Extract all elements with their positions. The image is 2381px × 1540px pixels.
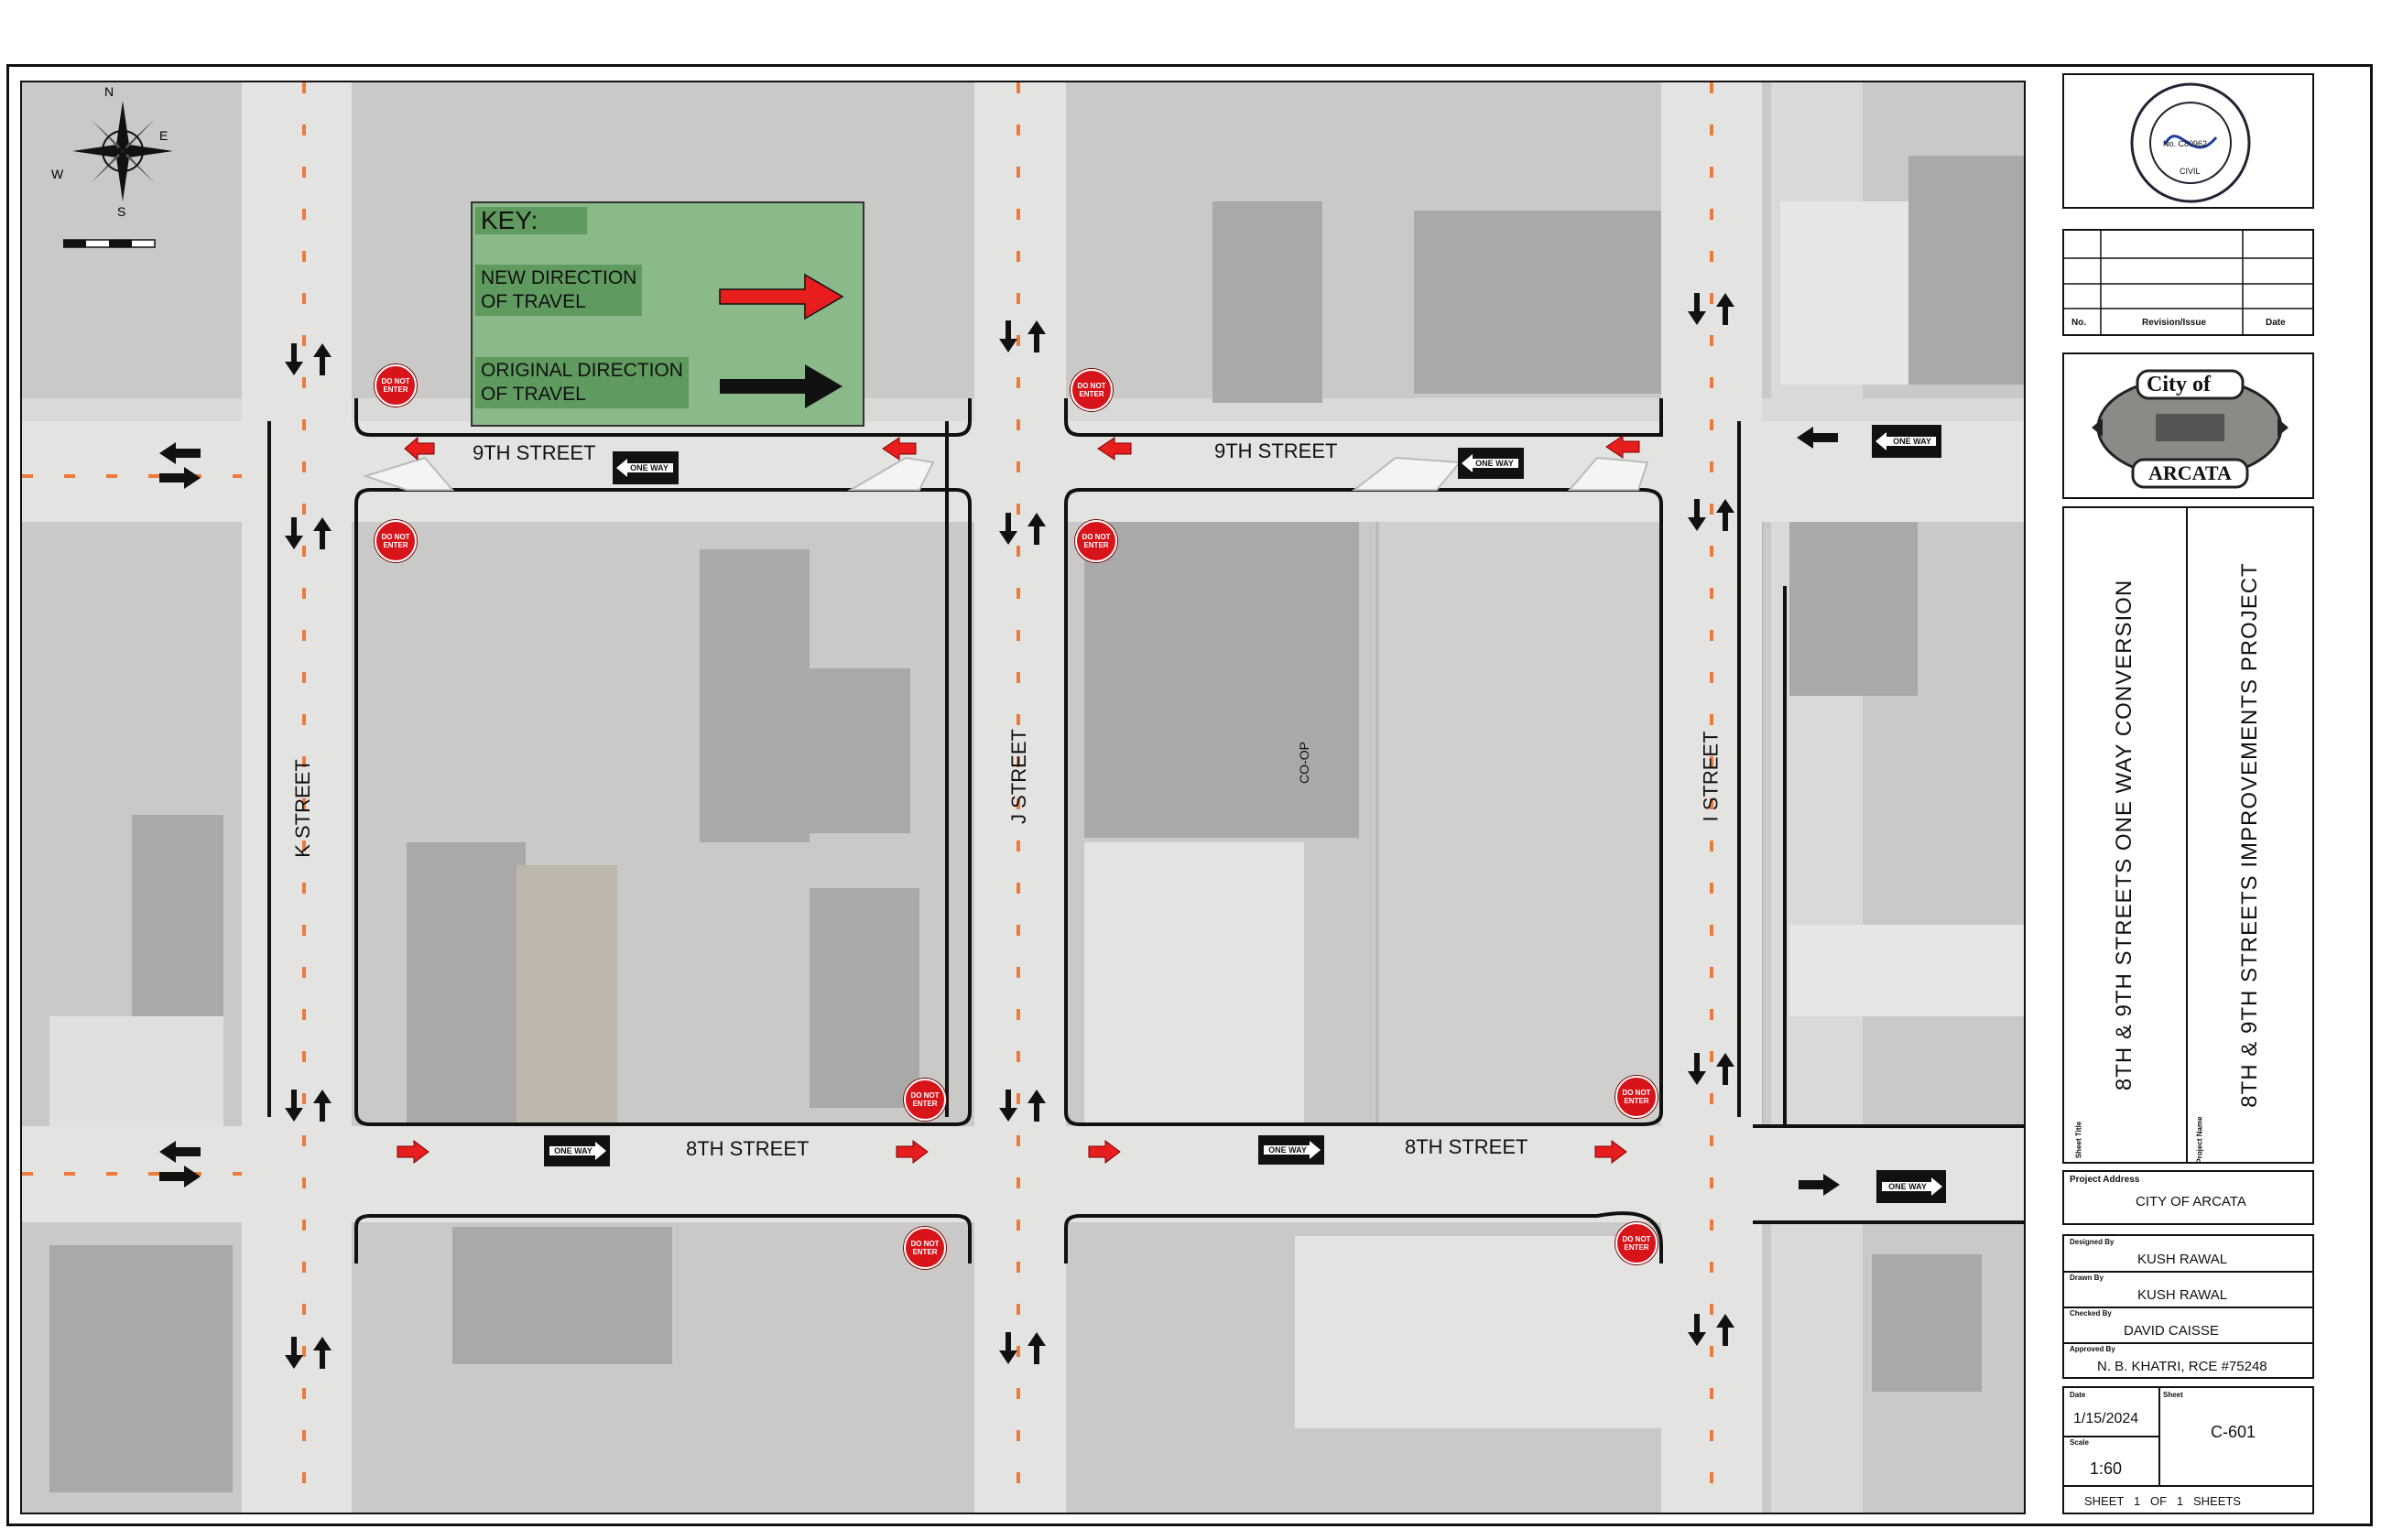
do-not-enter-sign: DO NOT ENTER: [904, 1079, 946, 1121]
sheet-title: 8TH & 9TH STREETS ONE WAY CONVERSION: [2112, 579, 2136, 1091]
one-way-text: ONE WAY: [1888, 1182, 1927, 1191]
curbs: [267, 398, 2024, 1263]
revision-issue-header: Revision/Issue: [2142, 318, 2207, 328]
do-not-enter-sign: DO NOT ENTER: [375, 520, 417, 562]
checked-label: Checked By: [2070, 1309, 2112, 1318]
revision-table: No. Revision/Issue Date: [2062, 229, 2314, 336]
street-label-9th-east: 9TH STREET: [1214, 439, 1338, 462]
project-name-label: Project Name: [2195, 1116, 2204, 1164]
one-way-text: ONE WAY: [554, 1146, 593, 1155]
drawing-frame: [6, 64, 2373, 1526]
one-way-sign-8th-far-east: ONE WAY: [1876, 1170, 1946, 1203]
seal-box: No. C80962 CIVIL: [2062, 73, 2314, 209]
sheet-number: C-601: [2211, 1423, 2256, 1441]
compass-n: N: [104, 84, 114, 99]
one-way-text: ONE WAY: [630, 463, 669, 472]
sheet-label: Sheet: [2163, 1391, 2183, 1399]
logo-bottom-text: ARCATA: [2148, 461, 2232, 484]
date-label: Date: [2070, 1391, 2086, 1399]
legend-key: KEY: NEW DIRECTION OF TRAVEL ORIGINAL DI…: [471, 201, 864, 427]
city-of-arcata-logo-icon: [2092, 369, 2289, 489]
do-not-enter-sign: DO NOT ENTER: [904, 1227, 946, 1269]
street-label-8th-west: 8TH STREET: [686, 1137, 810, 1160]
street-label-9th-west: 9TH STREET: [473, 441, 596, 464]
scale-label: Scale: [2070, 1438, 2089, 1447]
do-not-enter-sign: DO NOT ENTER: [1071, 369, 1113, 411]
project-address: CITY OF ARCATA: [2136, 1194, 2246, 1209]
logo-top-text: City of: [2147, 373, 2211, 396]
direction-arrows: [159, 293, 1840, 1369]
seal-number: No. C80962: [2163, 139, 2208, 148]
key-black-arrow-icon: [720, 364, 843, 408]
hatched-islands: [362, 456, 1649, 491]
drawn-label: Drawn By: [2070, 1274, 2104, 1282]
one-way-sign-8th-east: ONE WAY: [1258, 1135, 1324, 1165]
title-panel: 8TH & 9TH STREETS ONE WAY CONVERSION 8TH…: [2062, 506, 2314, 1164]
one-way-text: ONE WAY: [1268, 1145, 1307, 1155]
people-box: Designed By KUSH RAWAL Drawn By KUSH RAW…: [2062, 1234, 2314, 1379]
north-arrow-icon: [72, 101, 173, 201]
approved-label: Approved By: [2070, 1345, 2115, 1353]
checked-by: DAVID CAISSE: [2124, 1323, 2219, 1339]
key-title: KEY:: [475, 207, 587, 234]
approved-by: N. B. KHATRI, RCE #75248: [2097, 1359, 2267, 1374]
sheet-count: SHEET 1 OF 1 SHEETS: [2084, 1494, 2241, 1508]
one-way-sign-9th-east: ONE WAY: [1458, 448, 1524, 479]
street-label-8th-east: 8TH STREET: [1405, 1135, 1528, 1158]
do-not-enter-sign: DO NOT ENTER: [1615, 1076, 1658, 1118]
compass-w: W: [51, 167, 64, 181]
drawing-scale: 1:60: [2090, 1459, 2123, 1478]
key-red-arrow-icon: [719, 273, 844, 320]
one-way-sign-8th-west: ONE WAY: [544, 1135, 610, 1166]
revision-date-header: Date: [2266, 318, 2286, 328]
city-logo-box: City of ARCATA: [2062, 352, 2314, 499]
sheet-title-label: Sheet Title: [2074, 1121, 2083, 1159]
engineer-seal-icon: [2130, 82, 2251, 203]
key-new-label: NEW DIRECTION OF TRAVEL: [475, 265, 643, 316]
title-block: No. C80962 CIVIL No. Revision/Issue Date…: [2062, 73, 2365, 1520]
map-graphics: [22, 82, 2024, 1513]
scale-bar: [63, 239, 156, 248]
revision-no-header: No.: [2071, 318, 2087, 328]
drawn-by: KUSH RAWAL: [2137, 1287, 2228, 1303]
designed-label: Designed By: [2070, 1238, 2115, 1246]
project-address-label: Project Address: [2070, 1175, 2140, 1185]
compass-e: E: [159, 128, 169, 143]
designed-by: KUSH RAWAL: [2137, 1252, 2228, 1267]
do-not-enter-sign: DO NOT ENTER: [1075, 520, 1117, 562]
lane-centerlines: [22, 82, 1713, 1513]
one-way-sign-9th-west: ONE WAY: [613, 451, 679, 484]
roads: [22, 82, 2024, 1513]
aerial-map[interactable]: N S E W KEY: NEW DIRECTION OF TRAVEL ORI…: [20, 81, 2026, 1514]
drawing-date: 1/15/2024: [2073, 1411, 2139, 1426]
one-way-sign-9th-far-east: ONE WAY: [1872, 425, 1941, 458]
project-address-box: Project Address CITY OF ARCATA: [2062, 1170, 2314, 1225]
project-name: 8TH & 9TH STREETS IMPROVEMENTS PROJECT: [2237, 562, 2262, 1108]
key-original-label: ORIGINAL DIRECTION OF TRAVEL: [475, 357, 689, 408]
one-way-text: ONE WAY: [1893, 437, 1931, 446]
revision-grid: [2064, 231, 2312, 334]
seal-civil: CIVIL: [2180, 167, 2201, 176]
do-not-enter-sign: DO NOT ENTER: [375, 364, 417, 407]
buildings: [49, 156, 2024, 1492]
sheet-info-box: Date 1/15/2024 Sheet C-601 Scale 1:60 SH…: [2062, 1386, 2314, 1514]
do-not-enter-sign: DO NOT ENTER: [1615, 1222, 1658, 1264]
compass-s: S: [117, 204, 126, 219]
one-way-text: ONE WAY: [1475, 459, 1514, 468]
